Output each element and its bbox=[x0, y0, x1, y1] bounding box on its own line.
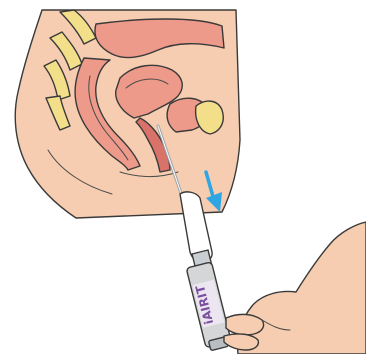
pelvic-cross-section bbox=[15, 10, 240, 218]
thumb bbox=[226, 314, 264, 334]
hand-palm bbox=[238, 222, 366, 354]
hand bbox=[224, 222, 366, 354]
finger bbox=[224, 334, 258, 350]
